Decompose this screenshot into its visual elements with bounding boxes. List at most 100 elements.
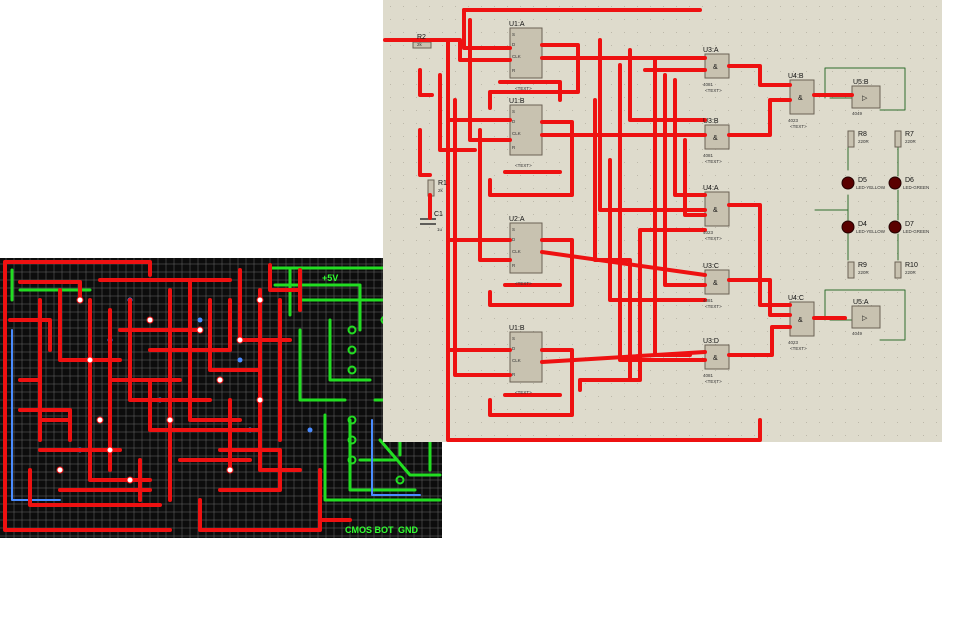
grid-dot xyxy=(650,162,651,163)
grid-dot xyxy=(598,331,599,332)
grid-dot xyxy=(832,409,833,410)
grid-dot xyxy=(923,396,924,397)
grid-dot xyxy=(819,305,820,306)
schematic-wire xyxy=(383,38,512,62)
grid-dot xyxy=(403,71,404,72)
grid-dot xyxy=(754,110,755,111)
led-body xyxy=(841,220,855,234)
grid-dot xyxy=(689,45,690,46)
grid-dot xyxy=(676,331,677,332)
grid-dot xyxy=(598,422,599,423)
grid-dot xyxy=(702,331,703,332)
grid-dot xyxy=(858,71,859,72)
grid-dot xyxy=(468,292,469,293)
schematic-wire xyxy=(498,80,562,102)
grid-dot xyxy=(884,227,885,228)
grid-dot xyxy=(923,344,924,345)
grid-dot xyxy=(637,97,638,98)
grid-dot xyxy=(403,175,404,176)
grid-dot xyxy=(585,227,586,228)
grid-dot xyxy=(481,422,482,423)
grid-dot xyxy=(637,175,638,176)
grid-dot xyxy=(650,45,651,46)
grid-dot xyxy=(520,279,521,280)
grid-dot xyxy=(611,331,612,332)
grid-dot xyxy=(676,19,677,20)
grid-dot xyxy=(884,240,885,241)
grid-dot xyxy=(546,357,547,358)
grid-dot xyxy=(871,84,872,85)
grid-dot xyxy=(533,435,534,436)
grid-dot xyxy=(910,201,911,202)
pcb-layout-view[interactable]: +5V CMOS BOT GND xyxy=(0,258,442,538)
grid-dot xyxy=(715,383,716,384)
grid-dot xyxy=(910,149,911,150)
grid-dot xyxy=(481,344,482,345)
grid-dot xyxy=(780,279,781,280)
grid-dot xyxy=(741,84,742,85)
grid-dot xyxy=(442,136,443,137)
grid-dot xyxy=(429,344,430,345)
grid-dot xyxy=(559,370,560,371)
grid-dot xyxy=(611,32,612,33)
grid-dot xyxy=(741,318,742,319)
grid-dot xyxy=(910,422,911,423)
grid-dot xyxy=(910,253,911,254)
grid-dot xyxy=(481,357,482,358)
grid-dot xyxy=(793,292,794,293)
grid-dot xyxy=(845,305,846,306)
grid-dot xyxy=(416,344,417,345)
grid-dot xyxy=(858,279,859,280)
grid-dot xyxy=(858,214,859,215)
grid-dot xyxy=(585,292,586,293)
grid-dot xyxy=(442,58,443,59)
grid-dot xyxy=(468,422,469,423)
grid-dot xyxy=(468,331,469,332)
grid-dot xyxy=(884,435,885,436)
flip-flop-text-placeholder: <TEXT> xyxy=(515,390,532,395)
grid-dot xyxy=(780,32,781,33)
grid-dot xyxy=(663,305,664,306)
grid-dot xyxy=(403,123,404,124)
grid-dot xyxy=(780,175,781,176)
pcb-ic-pad xyxy=(126,476,134,484)
grid-dot xyxy=(637,84,638,85)
grid-dot xyxy=(858,6,859,7)
grid-dot xyxy=(390,175,391,176)
schematic-wire xyxy=(438,73,477,152)
flip-flop-pin: CLK xyxy=(512,358,521,363)
flip-flop-pin: D xyxy=(512,237,516,242)
grid-dot xyxy=(416,32,417,33)
grid-dot xyxy=(936,58,937,59)
and-gate-part: 4023 xyxy=(703,230,714,235)
grid-dot xyxy=(793,344,794,345)
and-gate-part: 4081 xyxy=(703,373,714,378)
grid-dot xyxy=(585,97,586,98)
grid-dot xyxy=(780,71,781,72)
grid-dot xyxy=(390,162,391,163)
grid-dot xyxy=(741,305,742,306)
schematic-view[interactable]: U1:ADCLKSR<TEXT>U1:BDCLKSR<TEXT>U2:ADCLK… xyxy=(383,0,942,442)
grid-dot xyxy=(767,422,768,423)
grid-dot xyxy=(715,344,716,345)
grid-dot xyxy=(663,357,664,358)
grid-dot xyxy=(806,253,807,254)
grid-dot xyxy=(741,331,742,332)
via-trace xyxy=(11,329,61,501)
grid-dot xyxy=(884,266,885,267)
schematic-wire xyxy=(608,228,707,382)
grid-dot xyxy=(845,409,846,410)
flip-flop-body xyxy=(509,222,543,274)
grid-dot xyxy=(884,370,885,371)
grid-dot xyxy=(923,435,924,436)
grid-dot xyxy=(832,305,833,306)
grid-dot xyxy=(559,214,560,215)
grid-dot xyxy=(390,214,391,215)
grid-dot xyxy=(845,201,846,202)
grid-dot xyxy=(572,201,573,202)
grid-dot xyxy=(702,357,703,358)
grid-dot xyxy=(871,409,872,410)
grid-dot xyxy=(871,305,872,306)
grid-dot xyxy=(832,136,833,137)
grid-dot xyxy=(923,71,924,72)
